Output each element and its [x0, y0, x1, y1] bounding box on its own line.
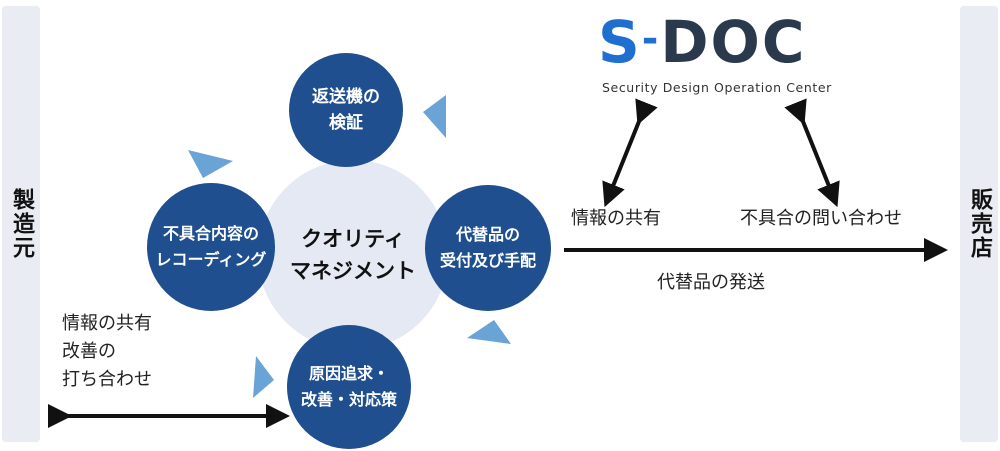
label-replacement-shipping: 代替品の発送: [657, 272, 765, 293]
retailer-label: 販売店: [967, 188, 992, 260]
sdoc-logo: S-DOC Security Design Operation Center: [598, 4, 848, 100]
circle-replacement-arrangement-label: 代替品の 受付及び手配: [439, 225, 536, 270]
cycle-triangle-bottom-right: [467, 320, 511, 344]
circle-root-cause-label: 原因追求・ 改善・対応策: [300, 364, 397, 409]
retailer-bar: 販売店: [960, 6, 998, 442]
label-defect-inquiry: 不具合の問い合わせ: [740, 208, 902, 229]
inquiry-arrow: [784, 98, 840, 208]
cycle-triangle-top-right: [423, 95, 446, 138]
quality-management-core: クオリティ マネジメント: [258, 160, 448, 350]
manufacturer-bar: 製造元: [2, 6, 40, 442]
core-label: クオリティ マネジメント: [290, 227, 416, 283]
manufacturer-label: 製造元: [9, 188, 34, 260]
cycle-triangle-top-left: [188, 150, 233, 178]
logo-wordmark: S-DOC: [598, 8, 807, 76]
label-left-note: 情報の共有 改善の 打ち合わせ: [62, 313, 152, 390]
circle-root-cause: 原因追求・ 改善・対応策: [287, 325, 411, 449]
info-share-arrow: [602, 98, 658, 208]
circle-replacement-arrangement: 代替品の 受付及び手配: [425, 185, 551, 311]
label-info-share: 情報の共有: [571, 208, 661, 229]
cycle-triangle-bottom-left: [253, 356, 274, 398]
circle-defect-recording-label: 不具合内容の レコーディング: [155, 224, 267, 269]
circle-return-inspection-label: 返送機の 検証: [312, 87, 380, 133]
circle-defect-recording: 不具合内容の レコーディング: [147, 183, 275, 311]
circle-return-inspection: 返送機の 検証: [289, 53, 403, 167]
logo-tagline: Security Design Operation Center: [602, 80, 832, 95]
